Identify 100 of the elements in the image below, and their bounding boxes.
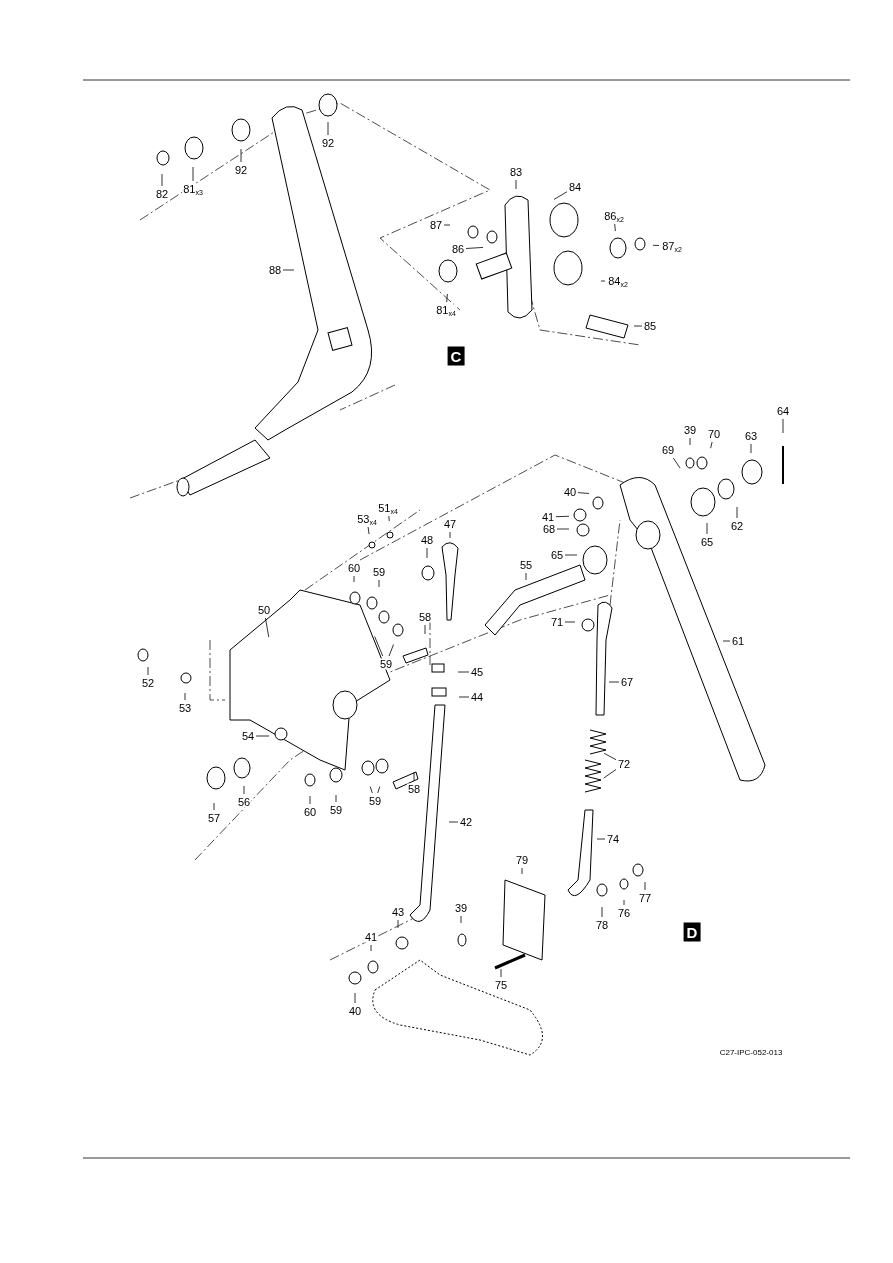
callout-number: 58 [417,611,433,623]
callout-number: 42 [458,816,474,828]
callout-number: 92 [233,164,249,176]
leader-line [633,325,643,327]
callout-number: 81$_{x3}$ [182,183,204,195]
leader-line [782,418,784,434]
leader-line [388,515,390,522]
view-letter: C [447,346,465,366]
leader-line [553,191,568,200]
leader-line [243,785,245,795]
leader-line [367,526,370,535]
callout-number: 70 [706,428,722,440]
callout-number: 60 [302,806,318,818]
leader-line [577,492,590,494]
leader-line [500,968,502,978]
leader-line [555,515,570,518]
leader-line [240,148,242,163]
leader-line [370,944,372,952]
callout-number: 59 [367,795,383,807]
leader-line [369,786,373,794]
callout-number: 71 [549,616,565,628]
callout-number: 41 [540,511,556,523]
leader-line [426,547,428,559]
callout-number: 78 [594,919,610,931]
callout-number: 50 [256,604,272,616]
leader-line [309,795,311,805]
leader-line [265,617,270,638]
leader-line [603,769,617,779]
callout-number: 75 [493,979,509,991]
leader-line [623,899,625,906]
callout-number: 56 [236,796,252,808]
callout-number: 68 [541,523,557,535]
callout-number: 67 [619,676,635,688]
callout-number: 53$_{x4}$ [356,513,378,525]
callout-number: 40 [562,486,578,498]
callout-number: 58 [406,783,422,795]
callout-number: 76 [616,907,632,919]
leader-line [608,681,620,683]
leader-line [443,224,451,226]
leader-line [465,247,484,249]
callout-number: 86 [450,243,466,255]
callout-number: 77 [637,892,653,904]
leader-line [672,457,681,469]
leader-line [564,554,578,556]
leader-line [161,173,163,187]
leader-line [353,575,355,583]
leader-line [525,572,527,581]
leader-line [213,802,215,811]
leader-line [644,881,646,891]
callout-number: 88 [267,264,283,276]
leader-line [282,269,295,271]
callout-number: 84 [567,181,583,193]
callout-number: 63 [743,430,759,442]
callout-number: 83 [508,166,524,178]
leader-line [449,531,451,539]
callout-number: 64 [775,405,791,417]
callout-number: 81$_{x4}$ [435,304,457,316]
leader-line [448,821,459,823]
callout-number: 57 [206,812,222,824]
callout-number: 85 [642,320,658,332]
callout-number: 61 [730,635,746,647]
leader-line [600,280,606,282]
leader-line [710,441,713,449]
callout-number: 54 [240,730,256,742]
callout-number: 40 [347,1005,363,1017]
leader-line [446,293,448,303]
leader-line [614,223,616,232]
callout-number: 87$_{x2}$ [661,240,683,252]
callout-number: 79 [514,854,530,866]
leader-line [515,179,517,190]
callout-number: 47 [442,518,458,530]
leader-line [556,528,570,530]
leader-line [458,696,470,698]
callout-number: 59 [328,804,344,816]
callout-number: 44 [469,691,485,703]
callout-number: 53 [177,702,193,714]
leader-line [457,671,470,673]
leader-line [413,771,415,782]
leader-line [335,794,337,803]
leader-line [521,867,523,875]
callout-number: 62 [729,520,745,532]
callout-number: 55 [518,559,534,571]
leader-line [601,906,603,918]
callout-number: 74 [605,833,621,845]
callout-number: 45 [469,666,485,678]
leader-line [374,636,384,657]
leader-line [722,640,731,642]
drawing-number: C27-IPC-052-013 [719,1047,783,1059]
leader-line [147,666,149,676]
callout-number: 60 [346,562,362,574]
callout-number: 65 [699,536,715,548]
leader-line [378,579,380,588]
leader-line [388,644,394,657]
leader-line [184,692,186,701]
callout-number: 82 [154,188,170,200]
callout-number: 51$_{x4}$ [377,502,399,514]
leader-line [424,624,426,635]
callout-number: 69 [660,444,676,456]
callout-number: 59 [371,566,387,578]
leader-line [397,919,399,929]
